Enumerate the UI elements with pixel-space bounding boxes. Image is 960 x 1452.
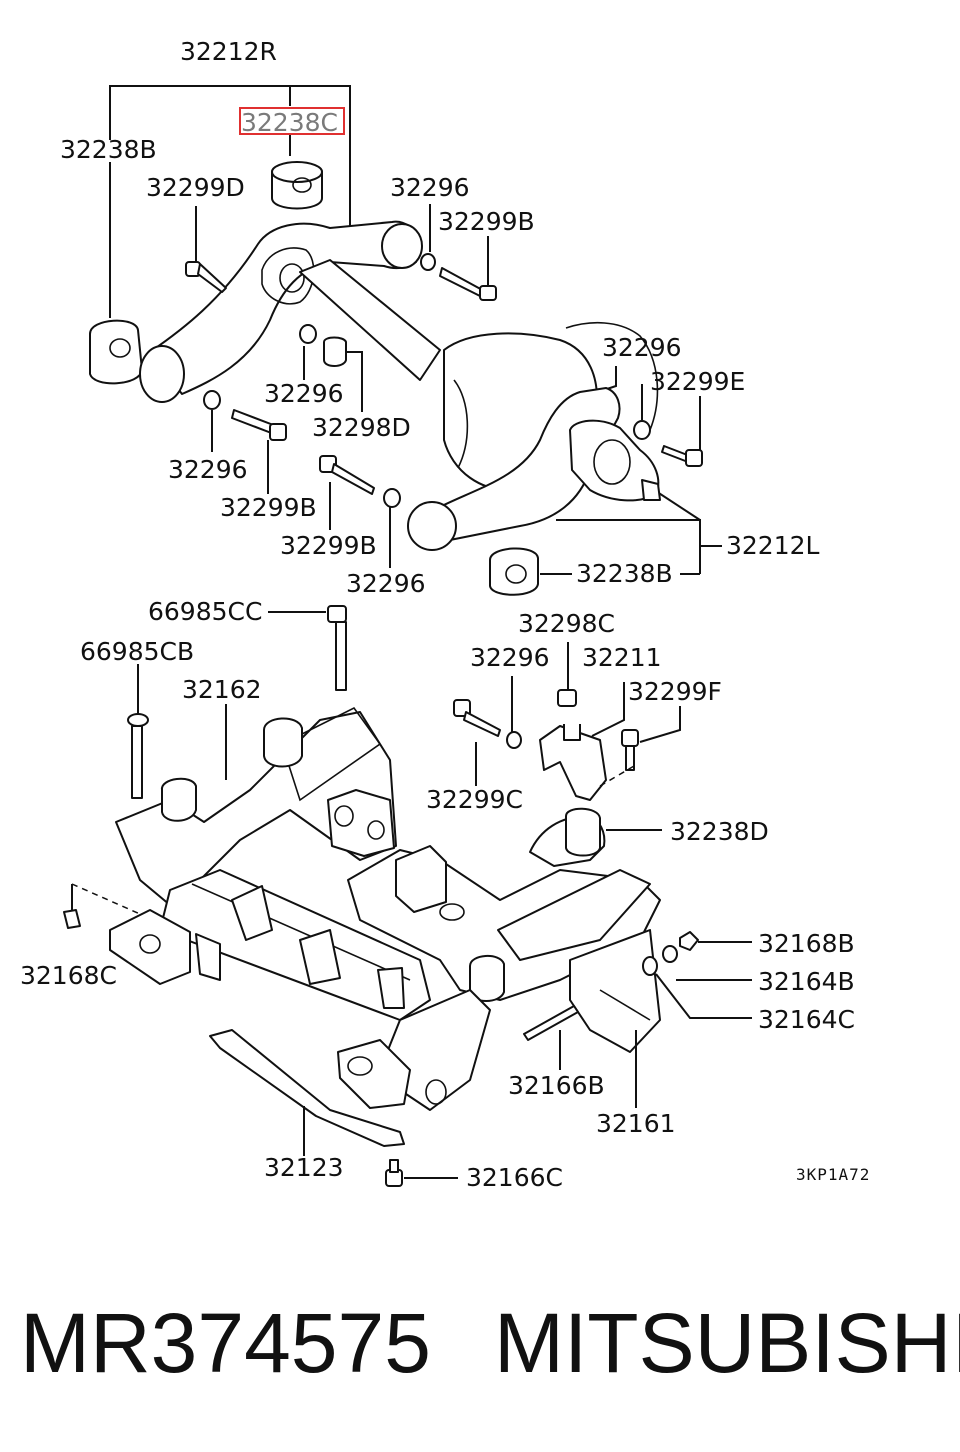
label-32296-f[interactable]: 32296 (470, 643, 550, 672)
part-labels: 32212R 32238C 32238B 32299D 32296 32299B… (20, 37, 870, 1192)
label-32299F[interactable]: 32299F (628, 677, 722, 706)
label-32238D[interactable]: 32238D (670, 817, 769, 846)
diagram-code: 3KP1A72 (796, 1165, 870, 1184)
label-32296-a[interactable]: 32296 (390, 173, 470, 202)
label-32212L[interactable]: 32212L (726, 531, 820, 560)
label-32299D[interactable]: 32299D (146, 173, 245, 202)
label-32168B[interactable]: 32168B (758, 929, 855, 958)
label-32168C[interactable]: 32168C (20, 961, 117, 990)
label-32298C[interactable]: 32298C (518, 609, 615, 638)
label-32238B-lower[interactable]: 32238B (576, 559, 673, 588)
label-66985CB[interactable]: 66985CB (80, 637, 194, 666)
label-32299B-c[interactable]: 32299B (280, 531, 377, 560)
brand-name: MITSUBISHI (494, 1296, 960, 1390)
differential-support-assembly (89, 161, 703, 596)
label-32164B[interactable]: 32164B (758, 967, 855, 996)
label-32161[interactable]: 32161 (596, 1109, 676, 1138)
label-32299C[interactable]: 32299C (426, 785, 523, 814)
label-32299B-b[interactable]: 32299B (220, 493, 317, 522)
label-32298D[interactable]: 32298D (312, 413, 411, 442)
caption-bar: MR374575 MITSUBISHI (0, 1288, 960, 1398)
label-32162[interactable]: 32162 (182, 675, 262, 704)
leader-lines-lower (71, 611, 752, 1179)
label-32212R[interactable]: 32212R (180, 37, 277, 66)
label-32166C[interactable]: 32166C (466, 1163, 563, 1192)
label-32166B[interactable]: 32166B (508, 1071, 605, 1100)
part-number: MR374575 (20, 1296, 431, 1390)
label-32299E[interactable]: 32299E (650, 367, 745, 396)
label-66985CC[interactable]: 66985CC (148, 597, 262, 626)
highlight-box (239, 107, 345, 135)
label-32238B-upper[interactable]: 32238B (60, 135, 157, 164)
label-32296-c[interactable]: 32296 (168, 455, 248, 484)
label-32299B-a[interactable]: 32299B (438, 207, 535, 236)
label-32296-d[interactable]: 32296 (346, 569, 426, 598)
crossmember-assembly (63, 605, 699, 1187)
label-32296-e[interactable]: 32296 (602, 333, 682, 362)
label-32238C[interactable]: 32238C (241, 108, 338, 137)
label-32164C[interactable]: 32164C (758, 1005, 855, 1034)
label-32211[interactable]: 32211 (582, 643, 662, 672)
label-32296-b[interactable]: 32296 (264, 379, 344, 408)
label-32123[interactable]: 32123 (264, 1153, 344, 1182)
